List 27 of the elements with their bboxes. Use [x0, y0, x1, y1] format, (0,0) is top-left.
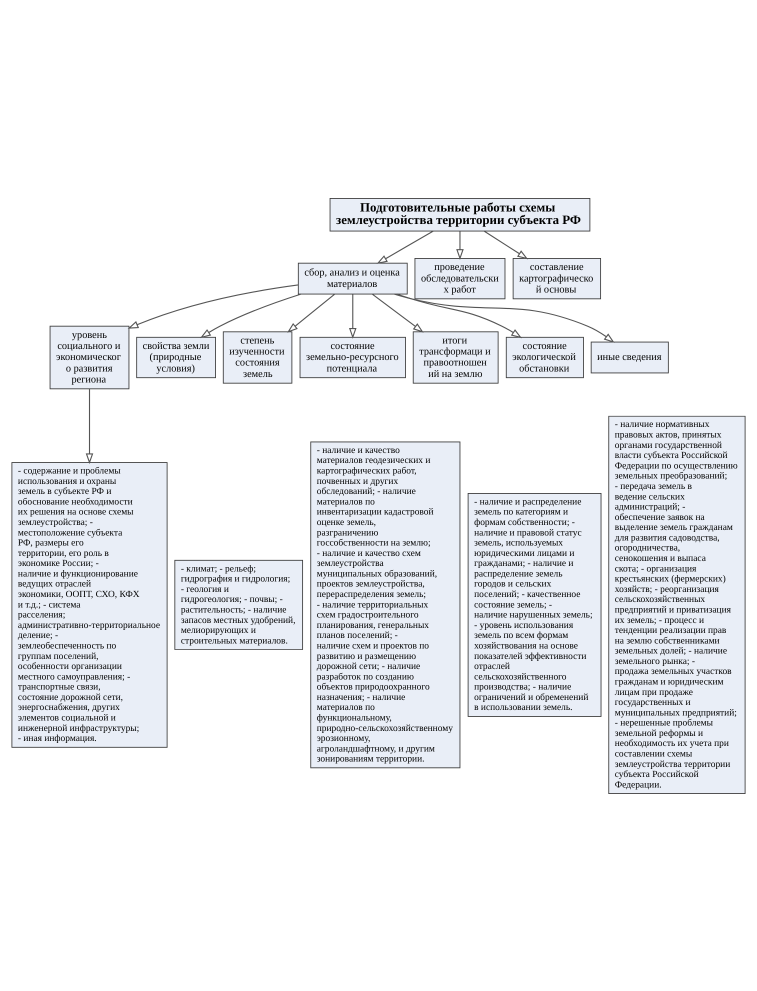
- node-box: проведение обследовательски х работ: [414, 258, 506, 299]
- node-box: - содержание и проблемы использования и охраны земель в субъекте РФ и обоснование необходимости их решения на основе схемы землеустройства; - местоположение субъекта РФ, размеры его территории, его роль в экономике России; - наличие и функционирование ведущих отраслей экономики, ООПТ, СХО, КФХ и т.д.; - система расселения; административно-территориальное деление; - землеобеспеченность по группам поселений, особенности организации местного самоуправления; - транспортные связи, состояние дорожной сети, энергоснабжения, других элементов социальной и инженерной инфраструктуры; - иная информация.: [11, 462, 168, 748]
- node-box: - наличие нормативных правовых актов, принятых органами государственной власти субъекта Российской Федерации по осуществлению земельных преобразований; - передача земель в ведение сельских администраций; - обеспечение заявок на выделение земель гражданам для развития садоводства, огородничества, сенокошения и выпаса скота; - организация крестьянских (фермерских) хозяйств; - реорганизация сельскохозяйственных предприятий и приватизация их земель; - процесс и тенденции реализации прав на землю собственниками земельных долей; - наличие земельного рынка; - продажа земельных участков гражданам и юридическим лицам при продаже государственных и муниципальных предприятий; - нерешенные проблемы земельной реформы и необходимость их учета при составлении схемы землеустройства территории субъекта Российской Федерации.: [608, 415, 746, 794]
- arrow: [376, 230, 434, 264]
- arrow: [484, 230, 528, 259]
- node-box: уровень социального и экономическог о развития региона: [50, 325, 130, 389]
- arrow: [456, 230, 464, 260]
- node-box: состояние экологической обстановки: [506, 336, 584, 378]
- node-box: сбор, анализ и оценка материалов: [298, 262, 408, 294]
- node-box: степень изученности состояния земель: [222, 330, 292, 384]
- arrow: [86, 388, 94, 464]
- node-box: итоги трансформаци и правоотношен ий на землю: [412, 330, 499, 384]
- node-box: иные сведения: [590, 341, 669, 373]
- arrow: [394, 293, 615, 342]
- node-box: составление картографическо й основы: [512, 258, 602, 299]
- arrow: [396, 293, 522, 338]
- node-box: - наличие и качество материалов геодезических и картографических работ, почвенных и других обследований; - наличие материалов по инвентаризации кадастровой оценке земель, разграничению госсобственности на землю; - наличие и качество схем землеустройства муниципальных образований, проектов землеустройства, перераспределения земель; - наличие территориальных схем градостроительного планирования, генеральных планов поселений; - наличие схем и проектов по развитию и размещению дорожной сети; - наличие разработок по созданию объектов природоохранного назначения; - наличие материалов по функциональному, природно-сельскохозяйственному эрозионному, агроландшафтному, и другим зонированиям территории.: [310, 441, 460, 768]
- arrow: [200, 293, 302, 338]
- arrow: [348, 294, 357, 338]
- node-box: состояние земельно-ресурсного потенциала: [300, 336, 406, 378]
- node-box: - климат; - рельеф; гидрография и гидрология; - геология и гидрогеология; - почвы; - растительность; - наличие запасов местных удобрений, мелиорирующих и строительных материалов.: [174, 559, 304, 650]
- arrow: [372, 293, 424, 332]
- node-box: свойства земли (природные условия): [136, 336, 216, 378]
- node-box: - наличие и распределение земель по категориям и формам собственности; - наличие и правовой статус земель, используемых юридическими лицами и гражданами; - наличие и распределение земель городов и сельских поселений; - качественное состояние земель; - наличие нарушенных земель; - уровень использования земель по всем формам хозяйствования на основе показателей эффективности отраслей сельскохозяйственного производства; - наличие ограничений и обременений в использовании земель.: [468, 492, 602, 716]
- node-box: Подготовительные работы схемы землеустройства территории субъекта РФ: [330, 198, 590, 231]
- arrow: [128, 284, 298, 328]
- arrow: [287, 293, 335, 332]
